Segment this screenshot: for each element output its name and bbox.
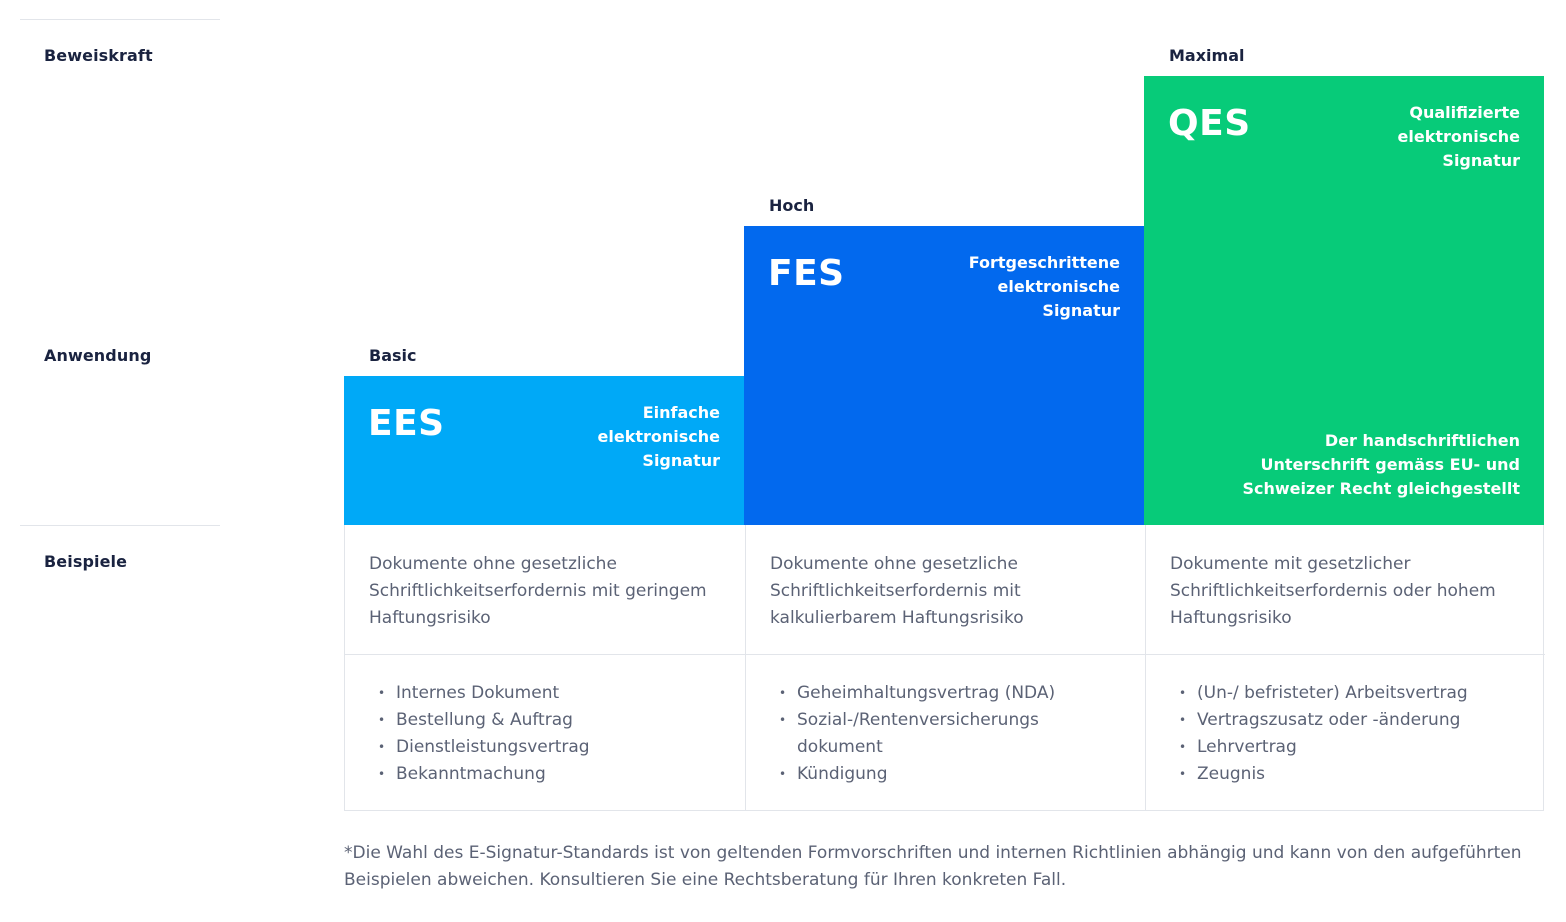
footnote: *Die Wahl des E-Signatur-Standards ist v… [344,843,1522,890]
examples-column-qes: Dokumente mit gesetzlicher Schriftlichke… [1145,525,1545,810]
column-divider [345,654,745,655]
list-item: Kündigung [770,761,1120,788]
signature-abbr: EES [368,403,445,444]
signature-block-qes: QES Qualifizierte elektronische Signatur… [1144,76,1544,525]
list-item: Dienstleistungsvertrag [369,734,719,761]
column-description: Dokumente ohne gesetzliche Schriftlichke… [770,554,1024,628]
column-description: Dokumente mit gesetzlicher Schriftlichke… [1170,554,1496,628]
list-item: Bestellung & Auftrag [369,707,719,734]
list-item: Zeugnis [1170,761,1520,788]
list-item: Internes Dokument [369,680,719,707]
column-divider [746,654,1145,655]
column-description: Dokumente ohne gesetzliche Schriftlichke… [369,554,707,628]
signature-abbr: FES [768,253,845,294]
list-item: (Un-/ befristeter) Arbeitsvertrag [1170,680,1520,707]
top-rule [20,19,220,20]
signature-full-name: Fortgeschrittene elektronische Signatur [968,253,1120,320]
row-label-beweiskraft: Beweiskraft [44,46,153,65]
level-label-basic: Basic [369,346,417,365]
examples-list: Internes Dokument Bestellung & Auftrag D… [369,680,719,788]
list-item: Bekanntmachung [369,761,719,788]
signature-block-ees: EES Einfache elektronische Signatur [344,376,744,525]
row-label-beispiele: Beispiele [44,552,128,571]
examples-list: Geheimhaltungsvertrag (NDA) Sozial-/Rent… [770,680,1120,788]
list-item: Geheimhaltungsvertrag (NDA) [770,680,1120,707]
row-label-anwendung: Anwendung [44,346,152,365]
level-label-maximal: Maximal [1169,46,1245,65]
examples-table: Dokumente ohne gesetzliche Schriftlichke… [344,525,1545,811]
column-divider [1146,654,1545,655]
list-item: Lehrvertrag [1170,734,1520,761]
signature-block-fes: FES Fortgeschrittene elektronische Signa… [744,226,1144,525]
signature-full-name: Qualifizierte elektronische Signatur [1397,103,1520,170]
level-label-hoch: Hoch [769,196,815,215]
signature-abbr: QES [1168,103,1251,144]
list-item: Vertragszusatz oder -änderung [1170,707,1520,734]
signature-legal-note: Der handschriftlichen Unterschrift gemäs… [1242,431,1521,498]
signature-full-name: Einfache elektronische Signatur [597,403,720,470]
middle-rule [20,525,220,526]
list-item: Sozial-/Rentenversicherungs dokument [770,707,1050,761]
examples-column-fes: Dokumente ohne gesetzliche Schriftlichke… [745,525,1145,810]
examples-list: (Un-/ befristeter) Arbeitsvertrag Vertra… [1170,680,1520,788]
examples-column-ees: Dokumente ohne gesetzliche Schriftlichke… [345,525,745,810]
